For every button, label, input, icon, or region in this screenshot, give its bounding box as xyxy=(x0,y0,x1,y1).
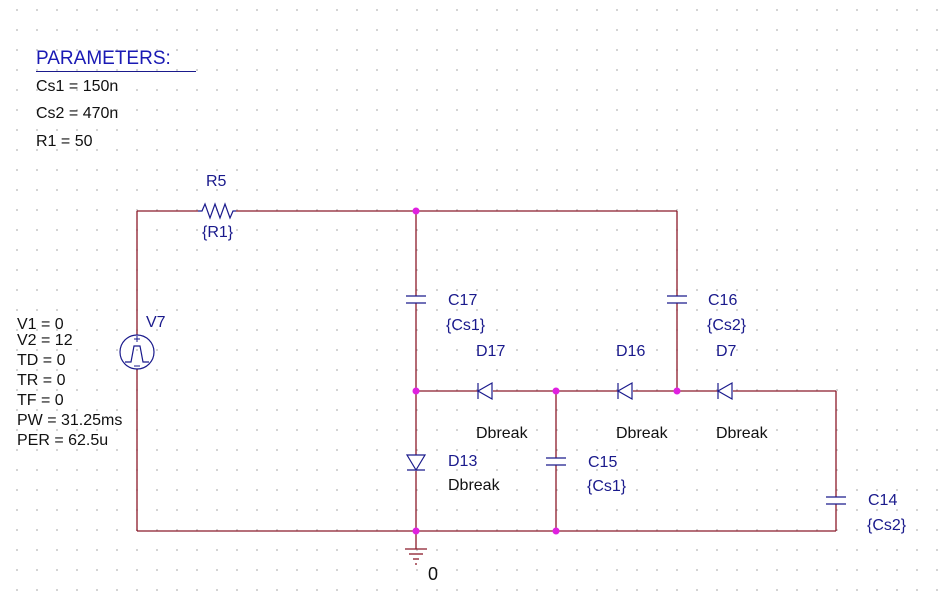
capacitor-c15-symbol[interactable] xyxy=(546,457,566,466)
parameter-cs1[interactable]: Cs1 = 150n xyxy=(36,78,119,95)
parameter-cs2[interactable]: Cs2 = 470n xyxy=(36,105,119,122)
capacitor-c14-symbol[interactable] xyxy=(826,496,846,505)
capacitor-c17-symbol[interactable] xyxy=(406,295,426,304)
resistor-r5-symbol[interactable] xyxy=(198,202,236,220)
ground-net-label[interactable]: 0 xyxy=(428,564,439,584)
source-attr-tr[interactable]: TR = 0 xyxy=(17,372,66,389)
c14-value-label[interactable]: {Cs2} xyxy=(867,517,907,534)
d13-model-label[interactable]: Dbreak xyxy=(448,477,500,494)
c15-ref-label[interactable]: C15 xyxy=(588,454,618,471)
resistor-ref-label[interactable]: R5 xyxy=(206,173,227,190)
d13-ref-label[interactable]: D13 xyxy=(448,453,478,470)
junction-dot xyxy=(412,527,420,535)
c16-value-label[interactable]: {Cs2} xyxy=(707,317,747,334)
diode-d13-symbol[interactable] xyxy=(405,454,427,472)
source-attr-v2[interactable]: V2 = 12 xyxy=(17,332,73,349)
junction-dot xyxy=(552,527,560,535)
parameters-title[interactable]: PARAMETERS: xyxy=(36,48,196,72)
wires xyxy=(136,210,837,549)
diode-d16-symbol[interactable] xyxy=(616,381,633,401)
c15-value-label[interactable]: {Cs1} xyxy=(587,478,627,495)
d16-ref-label[interactable]: D16 xyxy=(616,343,646,360)
junctions xyxy=(412,207,681,535)
c17-ref-label[interactable]: C17 xyxy=(448,292,478,309)
junction-dot xyxy=(673,387,681,395)
d17-ref-label[interactable]: D17 xyxy=(476,343,506,360)
diode-d7-symbol[interactable] xyxy=(716,381,733,401)
d16-model-label[interactable]: Dbreak xyxy=(616,425,668,442)
source-attr-tf[interactable]: TF = 0 xyxy=(17,392,64,409)
source-attr-v1[interactable]: V1 = 0 xyxy=(17,316,64,333)
d7-model-label[interactable]: Dbreak xyxy=(716,425,768,442)
c17-value-label[interactable]: {Cs1} xyxy=(446,317,486,334)
source-ref-label[interactable]: V7 xyxy=(146,314,166,331)
junction-dot xyxy=(552,387,560,395)
c16-ref-label[interactable]: C16 xyxy=(708,292,738,309)
resistor-value-label[interactable]: {R1} xyxy=(202,224,234,241)
capacitor-c16-symbol[interactable] xyxy=(667,295,687,304)
junction-dot xyxy=(412,207,420,215)
c14-ref-label[interactable]: C14 xyxy=(868,492,898,509)
source-attr-td[interactable]: TD = 0 xyxy=(17,352,66,369)
ground-symbol[interactable] xyxy=(405,548,427,565)
parameter-r1[interactable]: R1 = 50 xyxy=(36,133,93,150)
source-attr-pw[interactable]: PW = 31.25ms xyxy=(17,412,123,429)
junction-dot xyxy=(412,387,420,395)
d17-model-label[interactable]: Dbreak xyxy=(476,425,528,442)
d7-ref-label[interactable]: D7 xyxy=(716,343,737,360)
pulse-source-v7-symbol[interactable] xyxy=(119,334,155,370)
diode-d17-symbol[interactable] xyxy=(476,381,493,401)
source-attr-per[interactable]: PER = 62.5u xyxy=(17,432,109,449)
